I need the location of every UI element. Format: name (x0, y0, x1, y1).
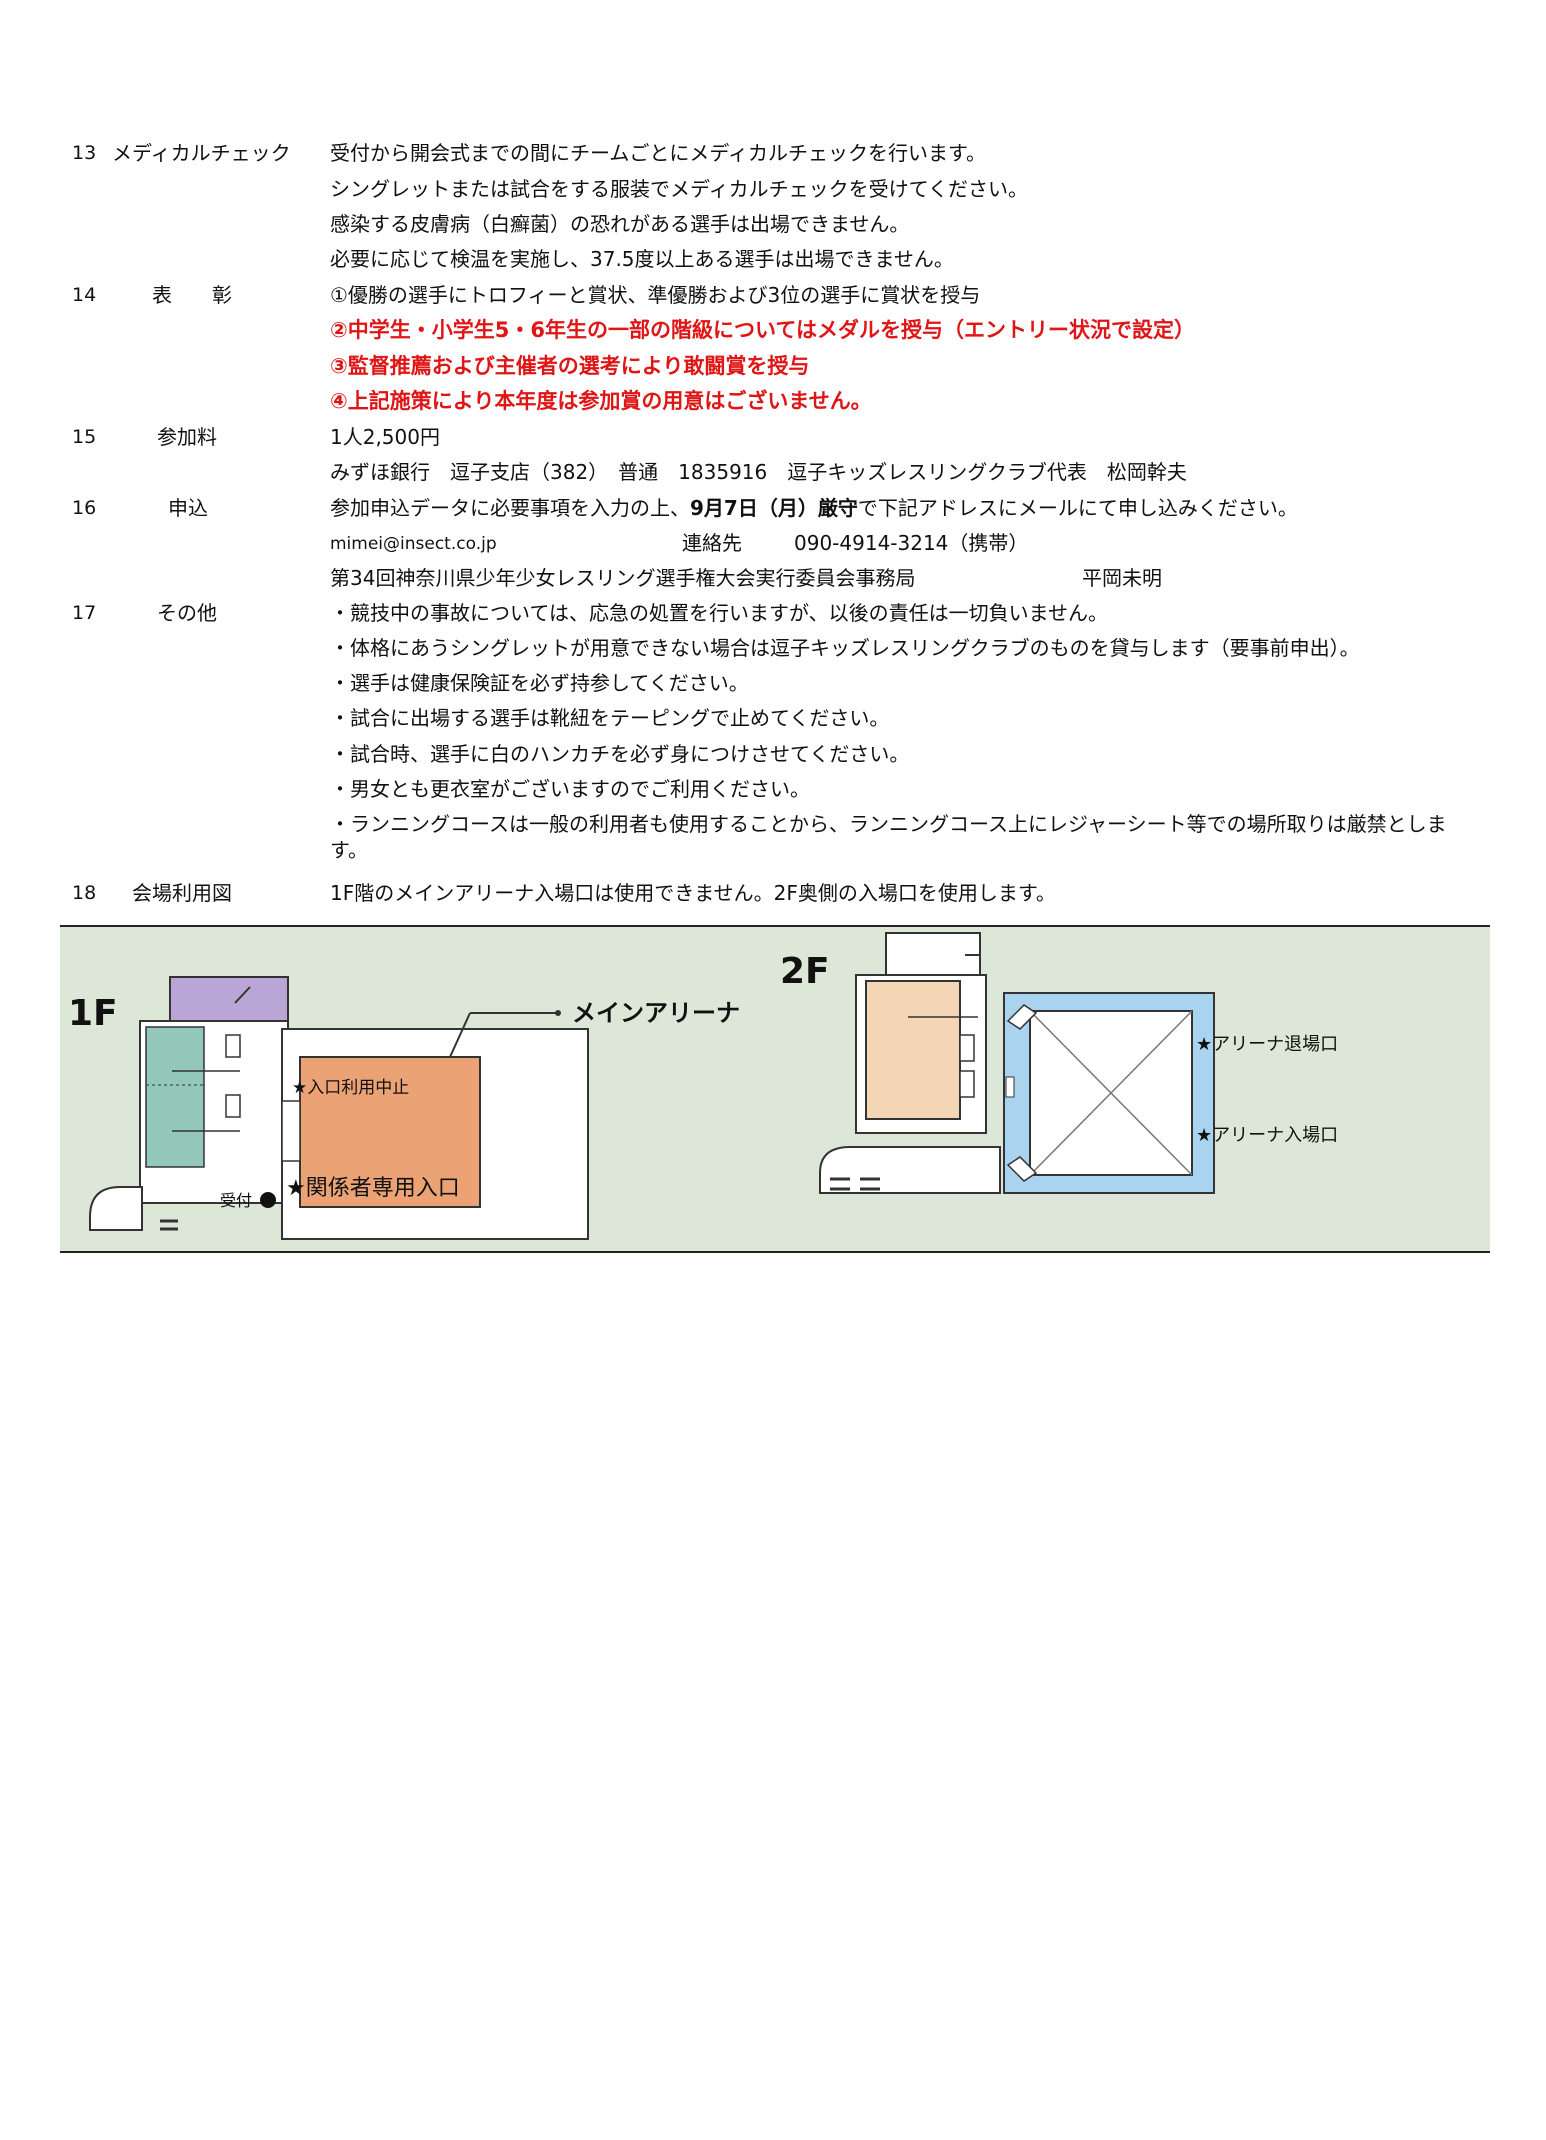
section-line-highlight: ④上記施策により本年度は参加賞の用意はございません。 (330, 389, 872, 413)
section-line: ・男女とも更衣室がございますのでご利用ください。 (330, 777, 810, 801)
section-line: シングレットまたは試合をする服装でメディカルチェックを受けてください。 (330, 177, 1028, 201)
section-line: 感染する皮膚病（白癬菌）の恐れがある選手は出場できません。 (330, 212, 910, 236)
section-line-highlight: ②中学生・小学生5・6年生の一部の階級についてはメダルを授与（エントリー状況で設… (330, 318, 1195, 342)
section-line: ・体格にあうシングレットが用意できない場合は逗子キッズレスリングクラブのものを貸… (330, 636, 1360, 660)
contact-phone: 090-4914-3214（携帯） (794, 531, 1029, 555)
contact-label: 連絡先 (682, 531, 742, 555)
section-line: 必要に応じて検温を実施し、37.5度以上ある選手は出場できません。 (330, 247, 954, 271)
section-label: その他 (157, 601, 217, 625)
section-line: 受付から開会式までの間にチームごとにメディカルチェックを行います。 (330, 141, 986, 165)
section-number: 17 (72, 602, 97, 624)
email-link[interactable]: mimei@insect.co.jp (330, 534, 497, 554)
purple-room (169, 976, 289, 1022)
section-number: 14 (72, 284, 97, 306)
arena-exit-label: ★アリーナ退場口 (1196, 1034, 1338, 1055)
main-arena-label: メインアリーナ (572, 999, 740, 1027)
section-line: 1人2,500円 (330, 425, 440, 449)
application-text: で下記アドレスにメールにて申し込みください。 (857, 496, 1298, 520)
arena-entrance-label: ★アリーナ入場口 (1196, 1125, 1338, 1146)
section-line: みずほ銀行 逗子支店（382） 普通 1835916 逗子キッズレスリングクラブ… (330, 460, 1187, 484)
section-line: ・ランニングコースは一般の利用者も使用することから、ランニングコース上にレジャー… (330, 812, 1447, 862)
contact-person: 平岡未明 (1082, 566, 1162, 590)
section-line-highlight: ③監督推薦および主催者の選考により敢闘賞を授与 (330, 354, 810, 378)
section-line: ・選手は健康保険証を必ず持参してください。 (330, 671, 749, 695)
section-line: ・試合時、選手に白のハンカチを必ず身につけさせてください。 (330, 742, 910, 766)
deadline: 9月7日（月）厳守 (690, 496, 858, 520)
section-label: メディカルチェック (112, 141, 291, 165)
section-label: 申込 (168, 496, 208, 520)
floor-2-plan: 2F ★アリーナ退場口 ★アリーナ入場口 (780, 932, 1338, 1194)
section-line: ・試合に出場する選手は靴紐をテーピングで止めてください。 (330, 706, 890, 730)
venue-map-drawing: 1F メインアリーナ ★入口利用中止 受付 ★関係者専用入口 (60, 925, 1490, 1253)
application-text: 参加申込データに必要事項を入力の上、 (330, 496, 690, 520)
floor-1-label: 1F (68, 993, 118, 1034)
section-line: 1F階のメインアリーナ入場口は使用できません。2F奥側の入場口を使用します。 (330, 881, 1056, 905)
office-name: 第34回神奈川県少年少女レスリング選手権大会実行委員会事務局 (330, 566, 916, 590)
floor-1-plan: 1F メインアリーナ ★入口利用中止 受付 ★関係者専用入口 (68, 976, 740, 1240)
section-line: ①優勝の選手にトロフィーと賞状、準優勝および3位の選手に賞状を授与 (330, 283, 981, 307)
staff-entrance-label: ★関係者専用入口 (286, 1176, 460, 1201)
section-number: 18 (72, 882, 97, 904)
venue-map: 1F メインアリーナ ★入口利用中止 受付 ★関係者専用入口 (60, 925, 1490, 1253)
reception-label: 受付 (220, 1191, 252, 1210)
arena-2f-room (865, 980, 961, 1120)
section-line: ・競技中の事故については、応急の処置を行いますが、以後の責任は一切負いません。 (330, 601, 1108, 625)
section-label: 表 彰 (152, 283, 232, 307)
application-instructions: 参加申込データに必要事項を入力の上、9月7日（月）厳守で下記アドレスにメールにて… (330, 495, 1298, 521)
section-label: 参加料 (157, 425, 217, 449)
entrance-closed-label: ★入口利用中止 (292, 1078, 409, 1098)
floor-2-label: 2F (780, 951, 830, 992)
section-number: 16 (72, 497, 97, 519)
section-label: 会場利用図 (132, 881, 232, 905)
section-number: 15 (72, 426, 97, 448)
section-number: 13 (72, 142, 97, 164)
teal-room (145, 1026, 205, 1168)
main-arena-1f (299, 1056, 481, 1208)
reception-marker-icon (260, 1192, 276, 1208)
